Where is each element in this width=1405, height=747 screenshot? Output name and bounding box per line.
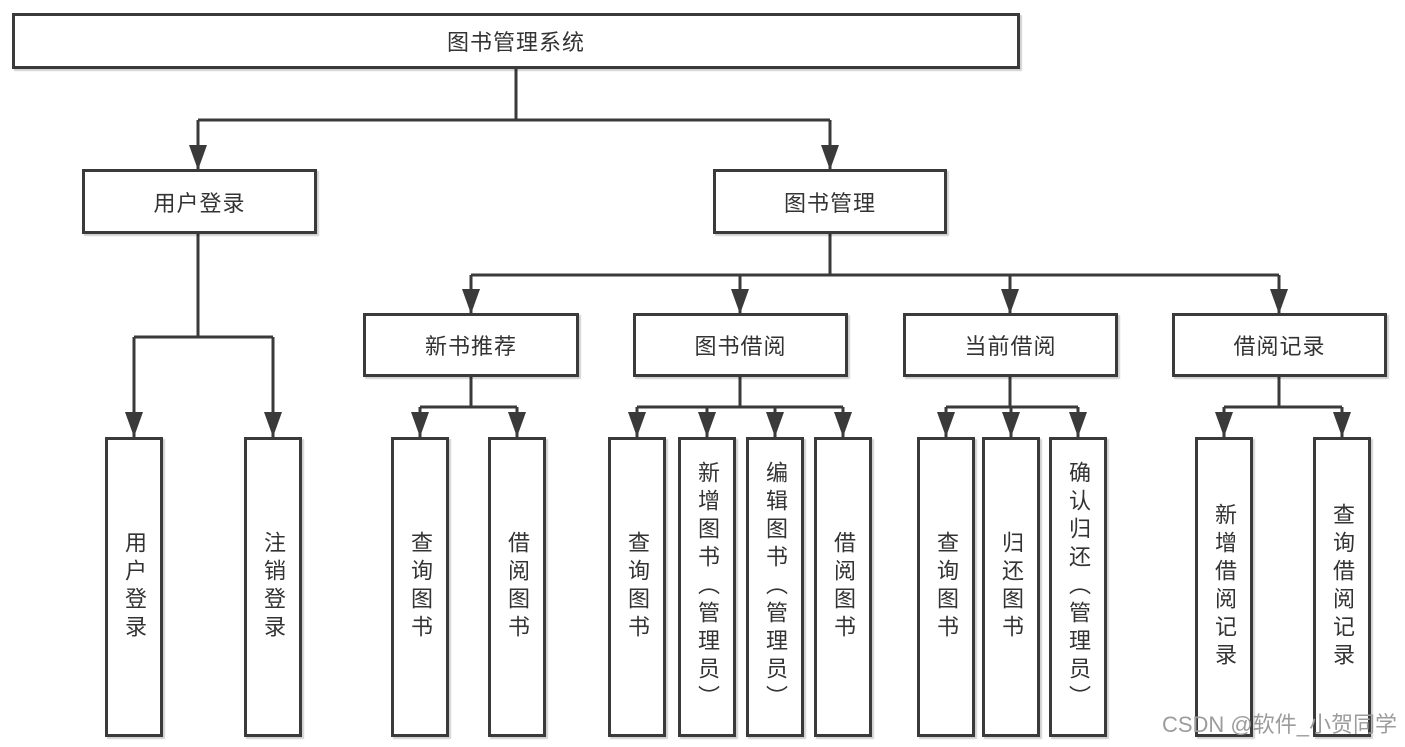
node-book-borrow-label: 图书借阅: [694, 334, 787, 359]
leaf-borrow-books-borrow: 借阅图书: [814, 437, 872, 737]
leaf-borrow-books-recommend-label: 借阅图书: [505, 531, 530, 643]
connector-mgmt-to-level2: [469, 234, 1281, 314]
leaf-confirm-return-admin: 确认归还（管理员）: [1049, 437, 1107, 737]
leaf-query-books-recommend-label: 查询图书: [408, 531, 433, 643]
leaf-confirm-return-admin-label: 确认归还（管理员）: [1066, 461, 1091, 713]
leaf-query-books-recommend: 查询图书: [391, 437, 449, 737]
arrowhead: [937, 412, 955, 437]
leaf-add-borrow-record-label: 新增借阅记录: [1212, 503, 1237, 671]
arrowhead: [508, 412, 526, 437]
connector-root-to-level1: [196, 69, 832, 170]
connector-newbook-to-leaves: [418, 377, 519, 437]
arrowhead: [1002, 412, 1020, 437]
arrowhead: [834, 412, 852, 437]
leaf-add-book-admin-label: 新增图书（管理员）: [695, 461, 720, 713]
arrowhead: [698, 412, 716, 437]
node-book-borrow: 图书借阅: [633, 313, 848, 377]
node-book-management: 图书管理: [713, 169, 947, 234]
leaf-edit-book-admin: 编辑图书（管理员）: [746, 437, 804, 737]
leaf-logout-label: 注销登录: [261, 531, 286, 643]
leaf-query-books-current: 查询图书: [917, 437, 975, 737]
leaf-logout: 注销登录: [244, 437, 302, 737]
node-current-borrow-label: 当前借阅: [964, 334, 1057, 359]
leaf-return-books: 归还图书: [982, 437, 1040, 737]
node-user-login: 用户登录: [82, 169, 317, 234]
node-borrow-records: 借阅记录: [1172, 313, 1387, 377]
node-new-book-recommend: 新书推荐: [363, 313, 579, 377]
arrowhead: [462, 289, 480, 314]
node-book-management-label: 图书管理: [783, 190, 876, 216]
leaf-borrow-books-borrow-label: 借阅图书: [831, 531, 856, 643]
node-new-book-recommend-label: 新书推荐: [424, 334, 517, 359]
watermark: CSDN @软件_小贺同学: [1161, 712, 1397, 737]
leaf-query-books-current-label: 查询图书: [934, 531, 959, 643]
arrowhead: [125, 412, 143, 437]
leaf-add-book-admin: 新增图书（管理员）: [678, 437, 736, 737]
leaf-add-borrow-record: 新增借阅记录: [1195, 437, 1253, 737]
leaf-query-borrow-record-label: 查询借阅记录: [1330, 503, 1355, 671]
connector-records-to-leaves: [1222, 377, 1344, 437]
arrowhead: [1333, 412, 1351, 437]
arrowhead: [411, 412, 429, 437]
leaf-user-login-label: 用户登录: [122, 531, 147, 643]
arrowhead: [821, 145, 839, 170]
leaf-borrow-books-recommend: 借阅图书: [488, 437, 546, 737]
arrowhead: [731, 289, 749, 314]
arrowhead: [189, 145, 207, 170]
leaf-return-books-label: 归还图书: [999, 531, 1024, 643]
arrowhead: [1069, 412, 1087, 437]
arrowhead: [766, 412, 784, 437]
node-book-management-system: 图书管理系统: [12, 13, 1020, 69]
node-book-management-system-label: 图书管理系统: [446, 30, 585, 55]
node-user-login-label: 用户登录: [153, 190, 246, 216]
leaf-edit-book-admin-label: 编辑图书（管理员）: [763, 461, 788, 713]
connector-login-to-leaves: [132, 234, 275, 437]
leaf-query-books-borrow-label: 查询图书: [625, 531, 650, 643]
leaf-query-borrow-record: 查询借阅记录: [1313, 437, 1371, 737]
arrowhead: [1001, 289, 1019, 314]
arrowhead: [264, 412, 282, 437]
arrowhead: [628, 412, 646, 437]
leaf-user-login: 用户登录: [105, 437, 163, 737]
node-current-borrow: 当前借阅: [903, 313, 1118, 377]
leaf-query-books-borrow: 查询图书: [608, 437, 666, 737]
arrowhead: [1215, 412, 1233, 437]
node-borrow-records-label: 借阅记录: [1233, 334, 1326, 359]
arrowhead: [1270, 289, 1288, 314]
connector-borrow-to-leaves: [635, 377, 845, 437]
